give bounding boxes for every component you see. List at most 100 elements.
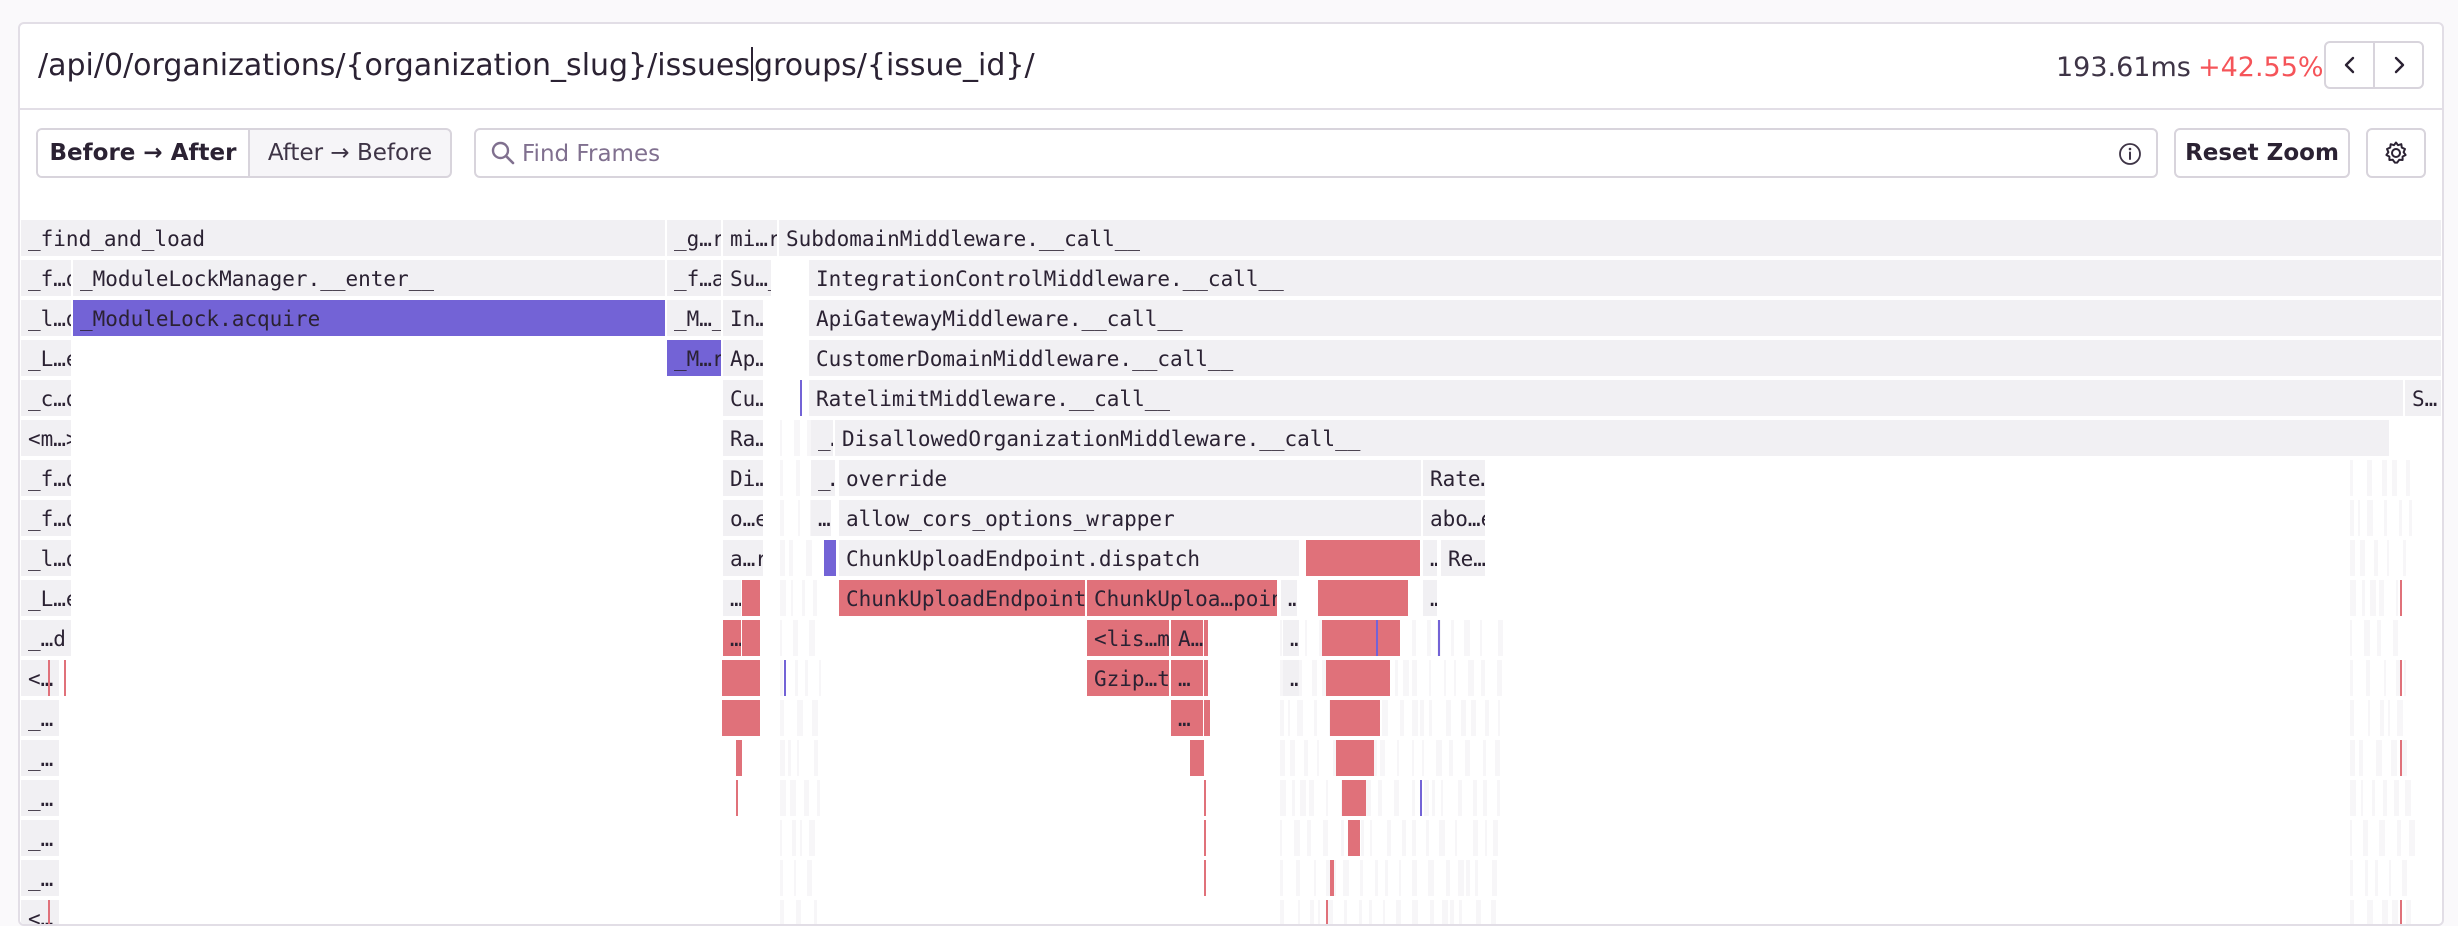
flame-frame-sliver[interactable] — [2403, 540, 2406, 576]
flame-frame[interactable]: _g…rt — [667, 220, 737, 256]
flame-frame[interactable]: a…r — [723, 540, 768, 576]
flame-frame-sliver[interactable] — [736, 780, 738, 816]
flame-frame-sliver[interactable] — [1412, 700, 1418, 736]
flame-frame-sliver[interactable] — [2350, 780, 2356, 816]
flame-frame-sliver[interactable] — [1483, 780, 1487, 816]
flame-frame[interactable]: _… — [21, 780, 59, 816]
flame-frame-bar[interactable] — [667, 220, 721, 256]
flame-frame-bar[interactable] — [1171, 660, 1203, 696]
flame-frame-sliver[interactable] — [2374, 540, 2378, 576]
flame-frame-bar[interactable] — [811, 420, 833, 456]
flame-frame-bar[interactable] — [21, 740, 59, 776]
flame-frame-sliver[interactable] — [1493, 820, 1498, 856]
flame-frame-bar[interactable] — [809, 380, 2403, 416]
flame-frame-sliver[interactable] — [806, 540, 812, 576]
flame-frame-sliver[interactable] — [791, 580, 793, 616]
flame-frame[interactable]: _… — [811, 420, 843, 456]
flame-frame-sliver[interactable] — [2400, 580, 2402, 616]
flame-frame-sliver[interactable] — [722, 660, 760, 696]
flame-frame-sliver[interactable] — [794, 420, 800, 456]
flame-frame-bar[interactable] — [73, 260, 665, 296]
flame-frame-sliver[interactable] — [2409, 500, 2412, 536]
flame-frame[interactable]: _l…d — [21, 540, 79, 576]
flame-frame-sliver[interactable] — [780, 660, 783, 696]
flamegraph-svg[interactable]: _find_and_load_g…rtmi…reSubdomainMiddlew… — [20, 198, 2442, 926]
flame-frame-sliver[interactable] — [792, 820, 796, 856]
flame-frame-sliver[interactable] — [796, 460, 800, 496]
before-after-option[interactable]: Before → After — [38, 130, 250, 176]
flame-frame-bar[interactable] — [1087, 620, 1169, 656]
flame-frame-sliver[interactable] — [2393, 620, 2398, 656]
flame-frame-sliver[interactable] — [790, 780, 796, 816]
flame-frame[interactable]: _M…re — [667, 340, 737, 376]
flame-frame-sliver[interactable] — [1304, 740, 1308, 776]
flame-frame-sliver[interactable] — [1420, 700, 1424, 736]
flame-frame-sliver[interactable] — [780, 420, 782, 456]
flame-frame-bar[interactable] — [809, 300, 2441, 336]
flame-frame-sliver[interactable] — [2391, 740, 2397, 776]
flame-frame-sliver[interactable] — [1306, 540, 1420, 576]
flame-frame-sliver[interactable] — [1412, 860, 1417, 896]
flame-frame-bar[interactable] — [21, 580, 71, 616]
flame-frame-bar[interactable] — [21, 260, 71, 296]
flame-frame-sliver[interactable] — [1480, 620, 1482, 656]
flame-frame[interactable]: _… — [21, 740, 59, 776]
flame-frame-sliver[interactable] — [1497, 780, 1500, 816]
flame-frame-sliver[interactable] — [2392, 460, 2397, 496]
flame-frame-bar[interactable] — [1441, 540, 1485, 576]
flame-frame-sliver[interactable] — [1446, 700, 1451, 736]
flame-frame-sliver[interactable] — [2379, 580, 2384, 616]
flame-frame-sliver[interactable] — [2350, 900, 2354, 926]
flame-frame-sliver[interactable] — [1412, 900, 1418, 926]
flame-frame-bar[interactable] — [723, 340, 763, 376]
flame-frame-sliver[interactable] — [1399, 860, 1401, 896]
flame-frame-bar[interactable] — [21, 380, 71, 416]
flame-frame-sliver[interactable] — [780, 820, 782, 856]
flame-frame[interactable]: DisallowedOrganizationMiddleware.__call_… — [835, 420, 2389, 456]
flame-frame-sliver[interactable] — [788, 740, 791, 776]
flame-frame[interactable]: _f…d — [21, 500, 79, 536]
flame-frame-bar[interactable] — [723, 420, 763, 456]
flame-frame-sliver[interactable] — [1395, 660, 1398, 696]
flame-frame-sliver[interactable] — [780, 460, 783, 496]
flame-frame-sliver[interactable] — [1323, 820, 1328, 856]
flame-frame-sliver[interactable] — [1492, 860, 1497, 896]
flame-frame-sliver[interactable] — [1466, 860, 1470, 896]
flame-frame-sliver[interactable] — [1430, 900, 1434, 926]
flame-frame-sliver[interactable] — [1297, 700, 1303, 736]
flame-frame-bar[interactable] — [21, 220, 665, 256]
flame-frame-sliver[interactable] — [793, 620, 798, 656]
flame-frame-sliver[interactable] — [2359, 740, 2363, 776]
flame-frame[interactable]: _c…d — [21, 380, 79, 416]
flame-frame-sliver[interactable] — [722, 700, 760, 736]
flame-frame-sliver[interactable] — [1330, 860, 1334, 896]
flame-frame-bar[interactable] — [21, 660, 59, 696]
flame-frame-bar[interactable] — [21, 780, 59, 816]
flame-frame-sliver[interactable] — [1312, 660, 1317, 696]
flame-frame-sliver[interactable] — [780, 860, 783, 896]
flame-frame-sliver[interactable] — [2392, 900, 2398, 926]
flame-frame-sliver[interactable] — [1326, 660, 1390, 696]
flame-frame-sliver[interactable] — [1376, 620, 1378, 656]
flame-frame-bar[interactable] — [723, 620, 741, 656]
flame-frame-sliver[interactable] — [794, 860, 796, 896]
flame-frame-sliver[interactable] — [1403, 660, 1409, 696]
flame-frame-bar[interactable] — [1171, 700, 1203, 736]
flame-frame-sliver[interactable] — [1429, 700, 1432, 736]
flame-frame[interactable]: ApiGatewayMiddleware.__call__ — [809, 300, 2441, 336]
flame-frame-sliver[interactable] — [1343, 860, 1349, 896]
flame-frame-sliver[interactable] — [800, 380, 802, 416]
flame-frame-bar[interactable] — [21, 820, 59, 856]
flame-frame-sliver[interactable] — [2367, 460, 2372, 496]
flame-frame-sliver[interactable] — [1300, 780, 1306, 816]
flame-frame-sliver[interactable] — [1288, 700, 1290, 736]
flame-frame[interactable]: … — [1283, 620, 1303, 656]
flame-frame-sliver[interactable] — [797, 700, 803, 736]
flame-frame-sliver[interactable] — [1280, 860, 1283, 896]
flame-frame-sliver[interactable] — [780, 900, 784, 926]
flame-frame-bar[interactable] — [809, 260, 2441, 296]
flame-frame-sliver[interactable] — [736, 740, 742, 776]
flame-frame-sliver[interactable] — [795, 660, 798, 696]
flame-frame[interactable]: Re…ue — [1441, 540, 1511, 576]
flame-frame-sliver[interactable] — [1438, 620, 1440, 656]
